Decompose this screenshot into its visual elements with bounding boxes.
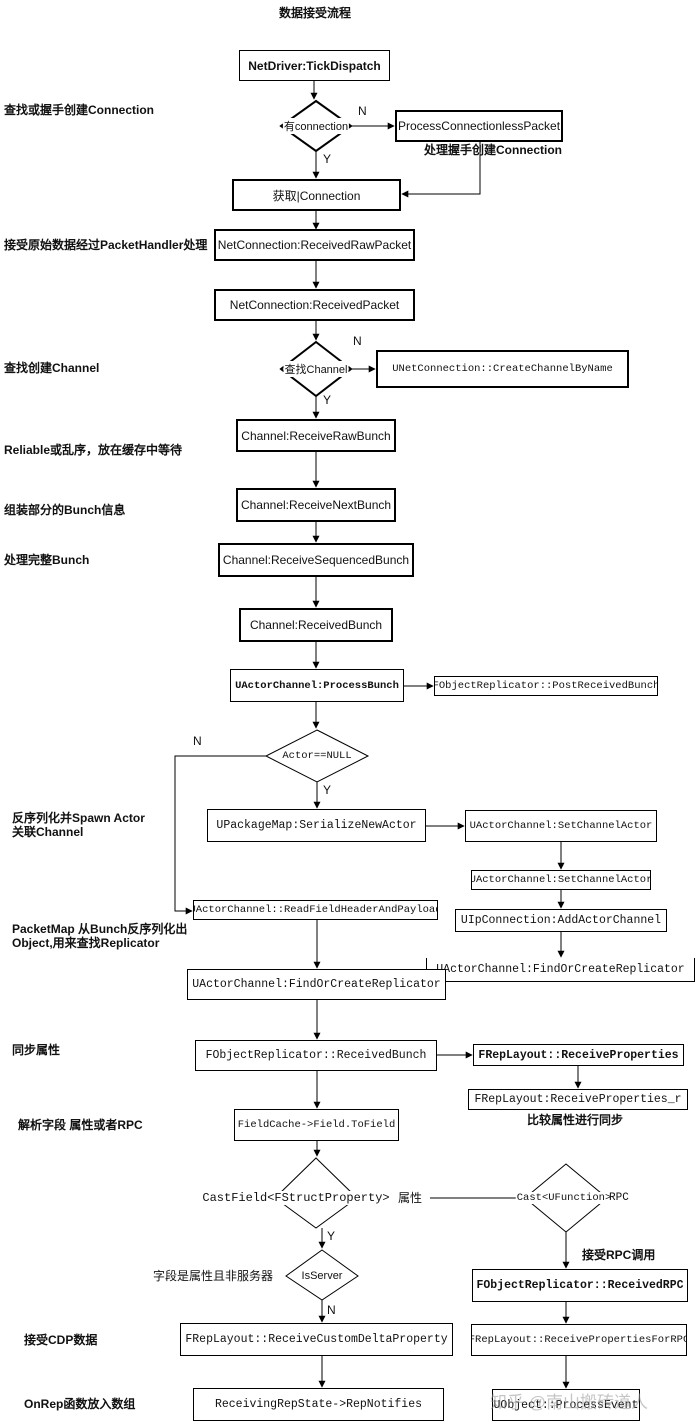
decision-label-has-connection: 有connection [282, 118, 350, 134]
branch-label-y: Y [323, 152, 332, 166]
box-receive-custom-delta: FRepLayout::ReceiveCustomDeltaProperty [180, 1323, 453, 1356]
box-find-or-create-right: UActorChannel:FindOrCreateReplicator [426, 958, 695, 982]
note-deserialize-spawn-line2: 关联Channel [12, 825, 84, 839]
box-receive-raw-bunch: Channel:ReceiveRawBunch [236, 419, 396, 452]
box-create-channel-by-name: UNetConnection::CreateChannelByName [376, 350, 629, 388]
note-sync-properties: 同步属性 [12, 1043, 61, 1057]
box-add-actor-channel: UIpConnection:AddActorChannel [455, 909, 667, 932]
note-parse-field: 解析字段 属性或者RPC [18, 1118, 143, 1132]
note-onrep-array: OnRep函数放入数组 [24, 1397, 136, 1411]
decision-label-cast-ufunction: Cast<UFunction> [515, 1192, 613, 1204]
note-assemble-partial: 组装部分的Bunch信息 [4, 503, 126, 517]
box-receive-properties: FRepLayout::ReceiveProperties [473, 1044, 684, 1066]
edge [401, 141, 481, 198]
box-get-connection: 获取|Connection [232, 179, 401, 211]
branch-label-n: N [193, 734, 202, 748]
note-process-complete: 处理完整Bunch [4, 553, 90, 567]
note-packetmap-line2: Object,用来查找Replicator [12, 936, 160, 950]
note-deserialize-spawn-line1: 反序列化并Spawn Actor [12, 811, 145, 825]
box-set-channel-actor-1: UActorChannel:SetChannelActor [465, 810, 657, 842]
box-receive-next-bunch: Channel:ReceiveNextBunch [236, 488, 396, 522]
branch-label-property: 属性 [396, 1191, 425, 1205]
note-handshake-create-connection: 处理握手创建Connection [424, 143, 562, 157]
box-received-rpc: FObjectReplicator::ReceivedRPC [472, 1269, 688, 1302]
box-process-connectionless: ProcessConnectionlessPacket [395, 110, 563, 142]
box-replicator-received-bunch: FObjectReplicator::ReceivedBunch [195, 1040, 437, 1071]
box-serialize-new-actor: UPackageMap:SerializeNewActor [207, 809, 426, 842]
branch-label-y: Y [323, 393, 332, 407]
box-find-or-create-left: UActorChannel:FindOrCreateReplicator [187, 969, 446, 1000]
decision-label-actor-null: Actor==NULL [281, 750, 353, 762]
watermark: 知乎 @南山搬砖道人 [490, 1393, 648, 1412]
note-find-create-channel: 查找创建Channel [4, 361, 100, 375]
branch-label-n: N [327, 1303, 336, 1317]
note-field-property-not-server: 字段是属性且非服务器 [153, 1269, 274, 1283]
box-received-packet: NetConnection:ReceivedPacket [214, 289, 415, 321]
box-tick-dispatch: NetDriver:TickDispatch [239, 50, 390, 81]
branch-label-y: Y [327, 1229, 336, 1243]
box-receive-sequenced-bunch: Channel:ReceiveSequencedBunch [218, 543, 414, 577]
box-post-received-bunch: FObjectReplicator::PostReceivedBunch [434, 676, 658, 696]
box-process-event: UObject::ProcessEvent [492, 1389, 640, 1421]
branch-label-rpc: RPC [609, 1192, 629, 1204]
decision-label-find-channel: 查找Channel [283, 361, 349, 377]
branch-label-n: N [358, 104, 367, 118]
box-rep-notifies: ReceivingRepState->RepNotifies [193, 1388, 444, 1421]
note-packetmap-line1: PacketMap 从Bunch反序列化出 [12, 922, 188, 936]
note-compare-sync: 比较属性进行同步 [527, 1113, 624, 1127]
note-find-or-create-connection: 查找或握手创建Connection [4, 103, 154, 117]
diagram-title: 数据接受流程 [278, 6, 351, 20]
box-received-raw-packet: NetConnection:ReceivedRawPacket [214, 229, 415, 261]
box-process-bunch: UActorChannel:ProcessBunch [230, 669, 404, 702]
box-read-field-header: UActorChannel::ReadFieldHeaderAndPayload [193, 900, 438, 920]
box-set-channel-actor-2: UActorChannel:SetChannelActor [471, 870, 651, 890]
decision-label-cast-fstruct: CastField<FStructProperty> [201, 1191, 391, 1205]
note-receive-cdp: 接受CDP数据 [24, 1333, 98, 1347]
edge [174, 755, 266, 915]
note-raw-data-packethandler: 接受原始数据经过PacketHandler处理 [4, 238, 208, 252]
box-received-bunch: Channel:ReceivedBunch [239, 608, 393, 642]
branch-label-y: Y [323, 783, 332, 797]
note-reliable-cache: Reliable或乱序，放在缓存中等待 [4, 443, 183, 457]
box-receive-properties-for-rpc: FRepLayout::ReceivePropertiesForRPC [471, 1324, 687, 1356]
box-field-to-field: FieldCache->Field.ToField [234, 1109, 399, 1141]
note-receive-rpc-call: 接受RPC调用 [582, 1248, 656, 1262]
branch-label-n: N [353, 334, 362, 348]
decision-label-is-server: IsServer [300, 1270, 344, 1282]
box-receive-properties-r: FRepLayout:ReceiveProperties_r [468, 1089, 688, 1110]
